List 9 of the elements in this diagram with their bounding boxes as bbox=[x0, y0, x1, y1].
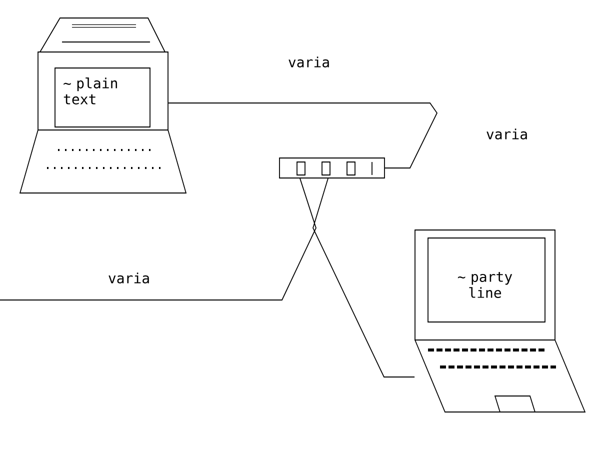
label: varia bbox=[486, 128, 527, 140]
cable bbox=[0, 178, 316, 300]
label: varia bbox=[288, 56, 329, 68]
hub-drawing bbox=[279, 158, 385, 178]
desktop-computer-drawing: ~ plain text bbox=[19, 18, 187, 194]
laptop-drawing: ~ party line bbox=[414, 230, 586, 412]
cable bbox=[312, 178, 415, 378]
cable bbox=[168, 102, 438, 168]
label: varia bbox=[108, 272, 149, 284]
